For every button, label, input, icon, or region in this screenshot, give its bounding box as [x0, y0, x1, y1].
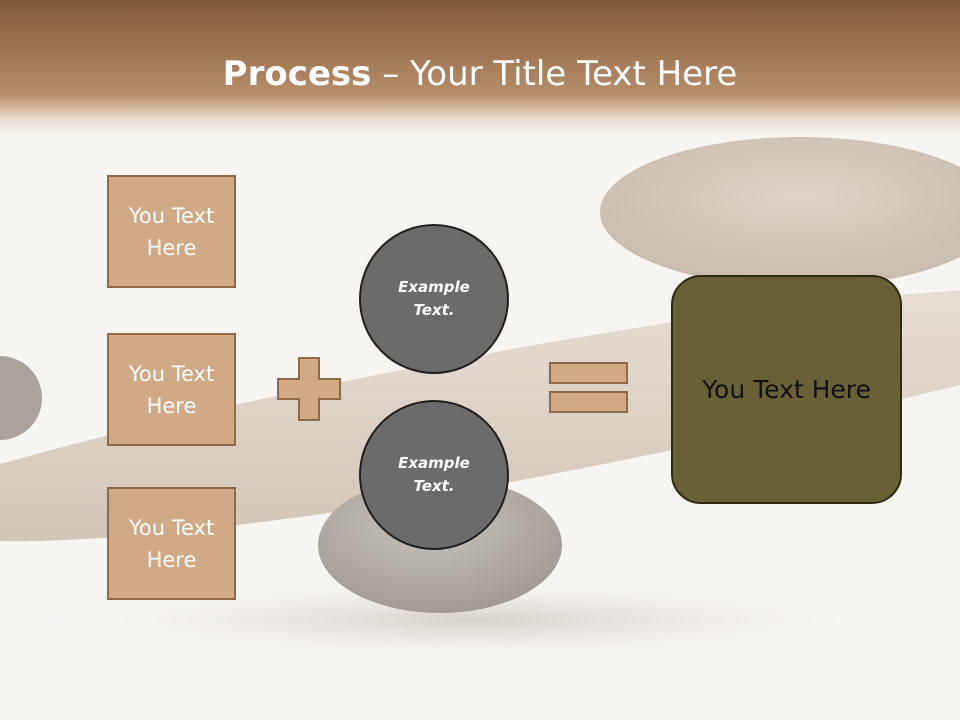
- example-circle-1[interactable]: Example Text.: [359, 224, 509, 374]
- result-box-label: You Text Here: [702, 375, 871, 404]
- title-band: [0, 0, 960, 135]
- example-circle-1-label: Example Text.: [398, 278, 470, 319]
- text-box-2-label: You Text Here: [128, 361, 215, 418]
- text-box-1-label: You Text Here: [128, 203, 215, 260]
- text-box-2[interactable]: You Text Here: [107, 333, 236, 446]
- example-circle-2[interactable]: Example Text.: [359, 400, 509, 550]
- plus-icon: [277, 357, 341, 421]
- title-bold: Process: [222, 54, 372, 94]
- result-box[interactable]: You Text Here: [671, 275, 902, 504]
- equals-icon: [549, 362, 629, 414]
- text-box-3[interactable]: You Text Here: [107, 487, 236, 600]
- slide-title: Process – Your Title Text Here: [0, 52, 960, 96]
- title-dash: –: [371, 54, 411, 94]
- text-box-3-label: You Text Here: [128, 515, 215, 572]
- title-rest: Your Title Text Here: [410, 54, 738, 94]
- example-circle-2-label: Example Text.: [398, 454, 470, 495]
- text-box-1[interactable]: You Text Here: [107, 175, 236, 288]
